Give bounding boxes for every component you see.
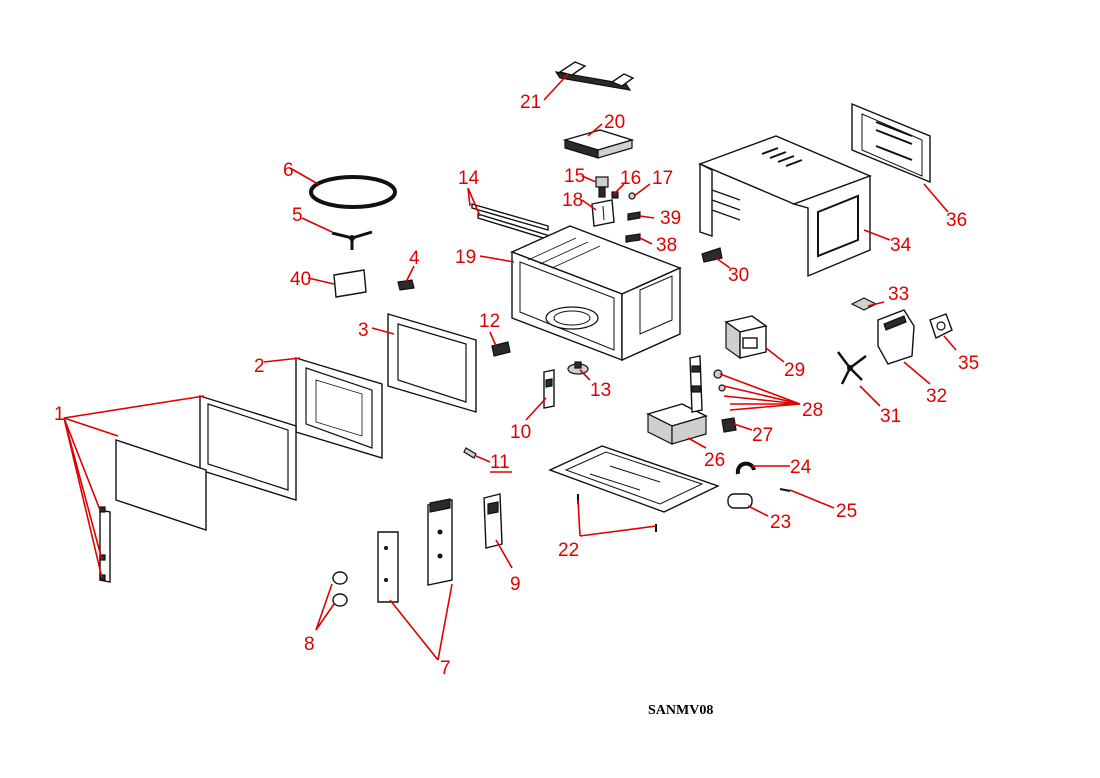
part-11-pin [463,447,477,459]
part-15-component [595,176,609,198]
part-34-outer-case [698,135,872,278]
callout-25: 25 [836,501,857,522]
callout-2: 2 [254,356,265,377]
callout-36: 36 [946,210,967,231]
part-32-fan-bracket [877,309,915,365]
callout-15: 15 [564,166,585,187]
part-28-fuse-holders [689,355,726,413]
callout-40: 40 [290,269,311,290]
callout-12: 12 [479,311,500,332]
part-20-waveguide-cover [562,129,635,159]
part-3-door-frame [387,313,477,413]
part-40-mica-cover [333,269,367,298]
part-24-clip [735,461,756,475]
callout-13: 13 [590,380,611,401]
callout-28: 28 [802,400,823,421]
part-33-component [850,297,878,311]
callout-1: 1 [54,404,65,425]
part-7-control-panels [377,498,453,603]
callout-11: 11 [490,452,510,473]
part-14-side-rails [471,203,551,241]
callout-34: 34 [890,235,912,256]
callout-20: 20 [604,112,625,133]
callout-19: 19 [455,247,476,268]
callout-26: 26 [704,450,725,471]
part-13-turntable-motor [567,361,589,375]
part-31-fan-blade [837,351,867,385]
callout-10: 10 [510,422,531,443]
callout-numbers: 21 20 15 16 17 18 39 38 14 6 5 40 4 19 1… [54,92,979,679]
callout-31: 31 [880,406,901,427]
callout-3: 3 [358,320,369,341]
part-5-roller-support [331,230,373,250]
callout-9: 9 [510,574,521,595]
callout-35: 35 [958,353,979,374]
callout-30: 30 [728,265,749,286]
part-29-magnetron [724,315,768,360]
callout-7: 7 [440,658,451,679]
callout-32: 32 [926,386,947,407]
part-38-component [625,233,641,243]
part-18-component [591,199,615,227]
part-36-back-panel [851,102,931,184]
callout-39: 39 [660,208,681,229]
part-19-oven-cavity [510,225,682,362]
callout-18: 18 [562,190,583,211]
callout-16: 16 [620,168,641,189]
callout-22: 22 [558,540,579,561]
part-27-component [721,417,737,433]
part-1-door-assembly [99,395,297,583]
part-8-knobs [332,571,348,607]
callout-29: 29 [784,360,805,381]
callout-24: 24 [790,457,812,478]
callout-23: 23 [770,512,791,533]
part-9-switch-bracket [483,493,503,549]
callout-4: 4 [409,248,420,269]
part-25-diode [779,488,791,492]
part-2-door-inner [295,357,383,459]
callout-38: 38 [656,235,677,256]
callout-8: 8 [304,634,315,655]
leader-lines [63,73,957,661]
part-21-top-bracket [554,61,635,91]
callout-14: 14 [458,168,480,189]
callout-21: 21 [520,92,541,113]
part-6-turntable-ring [309,175,397,209]
callout-6: 6 [283,160,294,181]
callout-27: 27 [752,425,773,446]
callout-33: 33 [888,284,909,305]
part-39-component [627,211,641,221]
part-10-latch-bracket [543,369,555,409]
callout-17: 17 [652,168,673,189]
model-code-label: SANMV08 [648,703,714,718]
part-23-capacitor [727,493,753,509]
callout-5: 5 [292,205,303,226]
part-22-base-plate [548,445,720,532]
part-35-fan-motor [929,313,953,339]
